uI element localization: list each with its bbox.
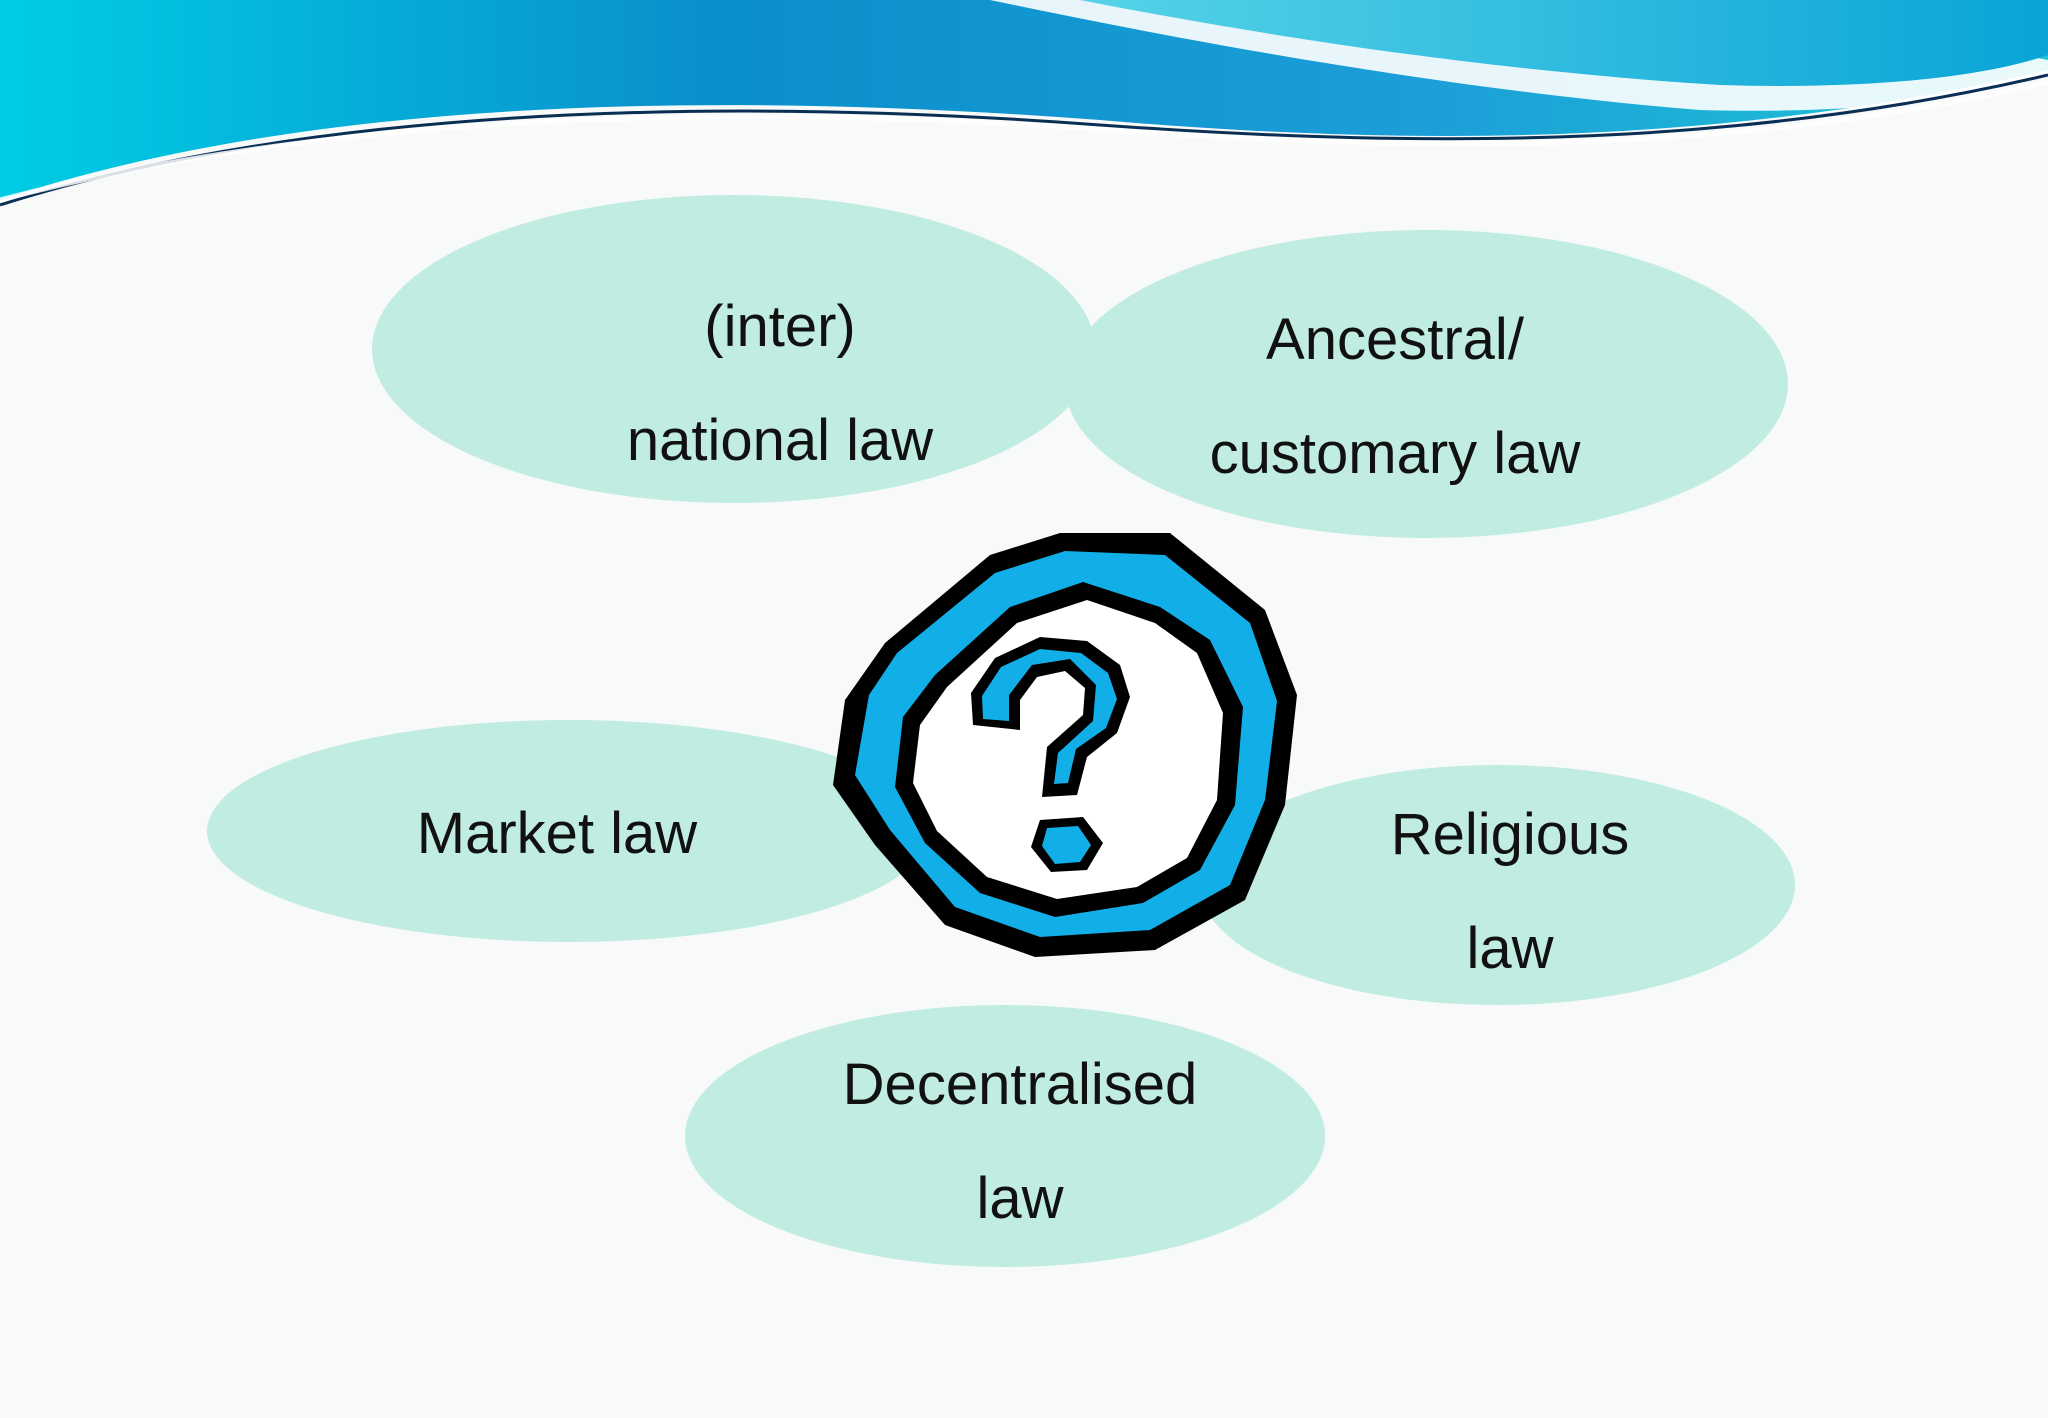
bubble-market-law xyxy=(207,720,930,942)
bubble-international-law-label: (inter) national law xyxy=(520,270,1040,498)
header-wave-decoration xyxy=(0,0,2048,207)
bubble-decentralised-law xyxy=(685,1005,1325,1267)
bubble-decentralised-label: Decentralised law xyxy=(760,1028,1280,1256)
bubble-religious-line2: law xyxy=(1466,916,1554,981)
bubble-ancestral-line1: Ancestral/ xyxy=(1266,307,1524,372)
bubble-market-label: Market law xyxy=(297,777,817,891)
bubble-international-line2: national law xyxy=(626,408,934,473)
bubble-international-line1: (inter) xyxy=(704,294,856,359)
bubble-religious-law xyxy=(1200,765,1795,1005)
bubble-religious-label: Religious law xyxy=(1250,778,1770,1006)
bubble-international-law xyxy=(372,195,1095,503)
bubble-decentralised-line2: law xyxy=(976,1166,1064,1231)
bubble-market-line1: Market law xyxy=(416,801,698,866)
bubble-ancestral-line2: customary law xyxy=(1209,421,1581,486)
bubble-religious-line1: Religious xyxy=(1390,802,1630,867)
bubble-ancestral-customary-law xyxy=(1065,230,1788,538)
question-mark-icon xyxy=(833,533,1297,957)
bubble-ancestral-label: Ancestral/ customary law xyxy=(1135,283,1655,511)
bubble-decentralised-line1: Decentralised xyxy=(842,1052,1198,1117)
